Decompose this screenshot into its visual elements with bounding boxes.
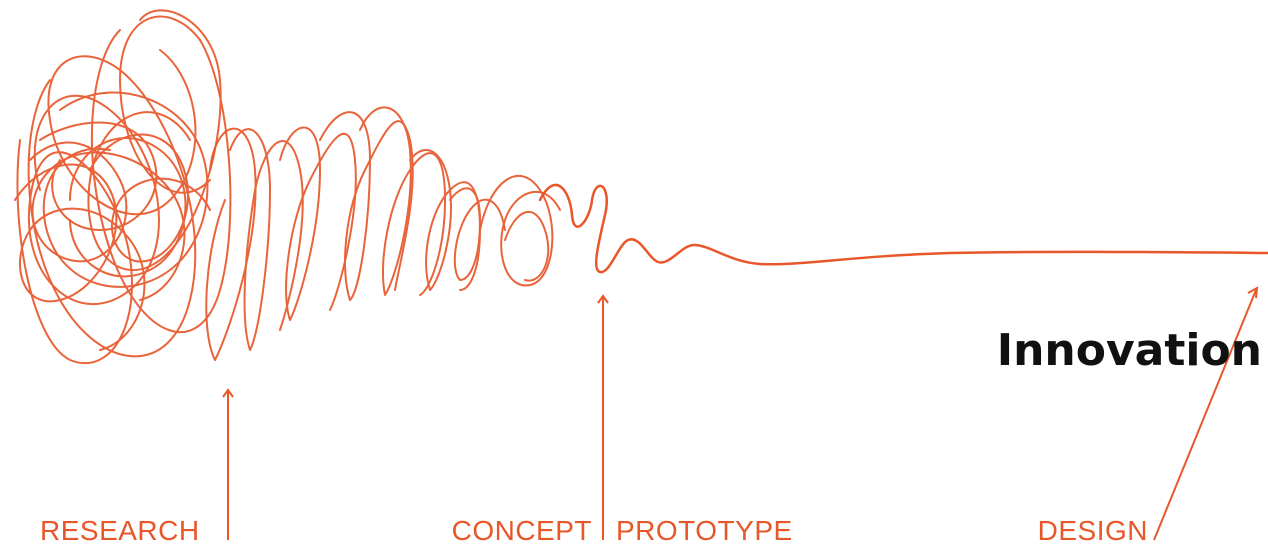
design-pointer [1153, 289, 1257, 541]
concept-prototype-arrowhead [597, 294, 609, 304]
scribble-loops [205, 106, 561, 361]
design-arrowhead [1247, 286, 1259, 299]
stage-label-prototype: PROTOTYPE [616, 515, 793, 546]
stage-label-concept: CONCEPT [452, 515, 592, 546]
scribble-tangle [14, 9, 232, 364]
innovation-title: Innovation [997, 325, 1262, 376]
stage-label-design: DESIGN [1038, 515, 1148, 546]
research-arrowhead [222, 388, 234, 398]
scribble-wave [538, 183, 1268, 274]
stage-label-research: RESEARCH [40, 515, 200, 546]
